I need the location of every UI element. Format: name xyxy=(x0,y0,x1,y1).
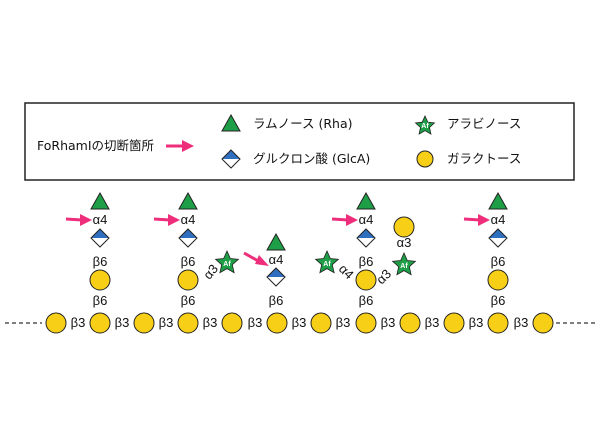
alpha3-label: α3 xyxy=(373,266,394,287)
backbone-galactose xyxy=(443,312,465,334)
backbone-beta3-label: β3 xyxy=(381,315,396,330)
legend-cleavage-arrow xyxy=(166,140,194,152)
backbone-galactose xyxy=(532,312,554,334)
cleavage-arrow xyxy=(463,214,490,226)
legend-arabinose-symbol: Af xyxy=(421,123,429,130)
backbone-beta3-label: β3 xyxy=(425,315,440,330)
backbone-galactose xyxy=(221,312,243,334)
backbone-beta3-label: β3 xyxy=(203,315,218,330)
legend-glucuronic-acid-label: グルクロン酸 (GlcA) xyxy=(253,151,370,166)
galactose-circle-icon xyxy=(89,269,111,291)
alpha4-label: α4 xyxy=(491,212,506,227)
legend-galactose-circle-icon xyxy=(416,150,434,168)
beta6-label: β6 xyxy=(93,254,108,269)
beta6-label: β6 xyxy=(359,293,374,308)
backbone-galactose xyxy=(177,312,199,334)
glucuronic-acid-diamond-icon xyxy=(90,228,110,248)
backbone-beta3-label: β3 xyxy=(71,315,86,330)
alpha4-label: α4 xyxy=(93,212,108,227)
backbone-beta3-label: β3 xyxy=(514,315,529,330)
backbone-galactose xyxy=(355,312,377,334)
cleavage-arrow xyxy=(243,251,269,266)
glucuronic-acid-diamond-icon xyxy=(178,228,198,248)
rhamnose-triangle-icon xyxy=(356,191,376,210)
arabinose-symbol: Af xyxy=(323,261,331,268)
legend: FoRhamIの切断箇所 ラムノース (Rha) グルクロン酸 (GlcA) A… xyxy=(24,102,575,181)
side-chain-4: α4 β6 β6 Af α4 Af α3 α3 xyxy=(314,191,417,308)
backbone-beta3-label: β3 xyxy=(469,315,484,330)
beta6-label: β6 xyxy=(181,254,196,269)
glucuronic-acid-diamond-icon xyxy=(266,267,286,287)
arabinose-star-icon: Af xyxy=(314,250,340,274)
rhamnose-triangle-icon xyxy=(178,191,198,210)
backbone-galactose xyxy=(487,312,509,334)
alpha3-label: α3 xyxy=(200,261,221,282)
backbone-galactose xyxy=(133,312,155,334)
side-chain-3: α4 β6 xyxy=(243,232,286,308)
side-chain-5: α4 β6 β6 xyxy=(463,191,509,308)
backbone-beta3-label: β3 xyxy=(115,315,130,330)
galactose-circle-icon xyxy=(393,216,415,238)
galactose-circle-icon xyxy=(177,269,199,291)
rhamnose-triangle-icon xyxy=(488,191,508,210)
beta6-label: β6 xyxy=(359,254,374,269)
beta6-label: β6 xyxy=(269,293,284,308)
side-chain-1: α4 β6 β6 xyxy=(65,191,111,308)
alpha4-label: α4 xyxy=(336,261,357,282)
legend-glucuronic-acid-diamond-icon xyxy=(221,149,241,169)
legend-rhamnose-label: ラムノース (Rha) xyxy=(253,116,353,131)
legend-arabinose-label: アラビノース xyxy=(447,116,521,131)
backbone-beta3-label: β3 xyxy=(248,315,263,330)
backbone-galactose xyxy=(45,312,67,334)
legend-rhamnose-triangle-icon xyxy=(221,113,241,132)
galactan-backbone: β3 β3 β3 β3 β3 β3 β3 β3 β3 β3 β3 xyxy=(5,312,596,334)
legend-frame xyxy=(24,102,575,181)
side-chain-2: α4 β6 β6 Af α3 xyxy=(153,191,240,308)
backbone-galactose xyxy=(399,312,421,334)
legend-arabinose-star-icon: Af xyxy=(414,115,436,135)
beta6-label: β6 xyxy=(491,254,506,269)
backbone-beta3-label: β3 xyxy=(159,315,174,330)
glucuronic-acid-diamond-icon xyxy=(488,228,508,248)
alpha4-label: α4 xyxy=(181,212,196,227)
glucuronic-acid-diamond-icon xyxy=(356,228,376,248)
arabinose-symbol: Af xyxy=(400,263,408,270)
cleavage-arrow xyxy=(153,214,180,226)
galactose-circle-icon xyxy=(487,269,509,291)
backbone-beta3-label: β3 xyxy=(336,315,351,330)
backbone-galactose xyxy=(266,312,288,334)
beta6-label: β6 xyxy=(181,293,196,308)
arabinose-star-icon: Af xyxy=(391,252,417,276)
arabinose-star-icon: Af xyxy=(214,250,240,274)
rhamnose-triangle-icon xyxy=(266,232,286,251)
cleavage-arrow xyxy=(331,214,358,226)
backbone-galactose xyxy=(310,312,332,334)
cleavage-arrow xyxy=(65,214,92,226)
beta6-label: β6 xyxy=(93,293,108,308)
backbone-beta3-label: β3 xyxy=(292,315,307,330)
alpha4-label: α4 xyxy=(269,252,284,267)
rhamnose-triangle-icon xyxy=(90,191,110,210)
legend-galactose-label: ガラクトース xyxy=(447,151,521,166)
backbone-galactose xyxy=(89,312,111,334)
alpha4-label: α4 xyxy=(359,212,374,227)
legend-cleavage-label: FoRhamIの切断箇所 xyxy=(37,138,154,153)
galactose-circle-icon xyxy=(355,269,377,291)
arabinose-symbol: Af xyxy=(223,261,231,268)
beta6-label: β6 xyxy=(491,293,506,308)
alpha3-label: α3 xyxy=(397,235,412,250)
